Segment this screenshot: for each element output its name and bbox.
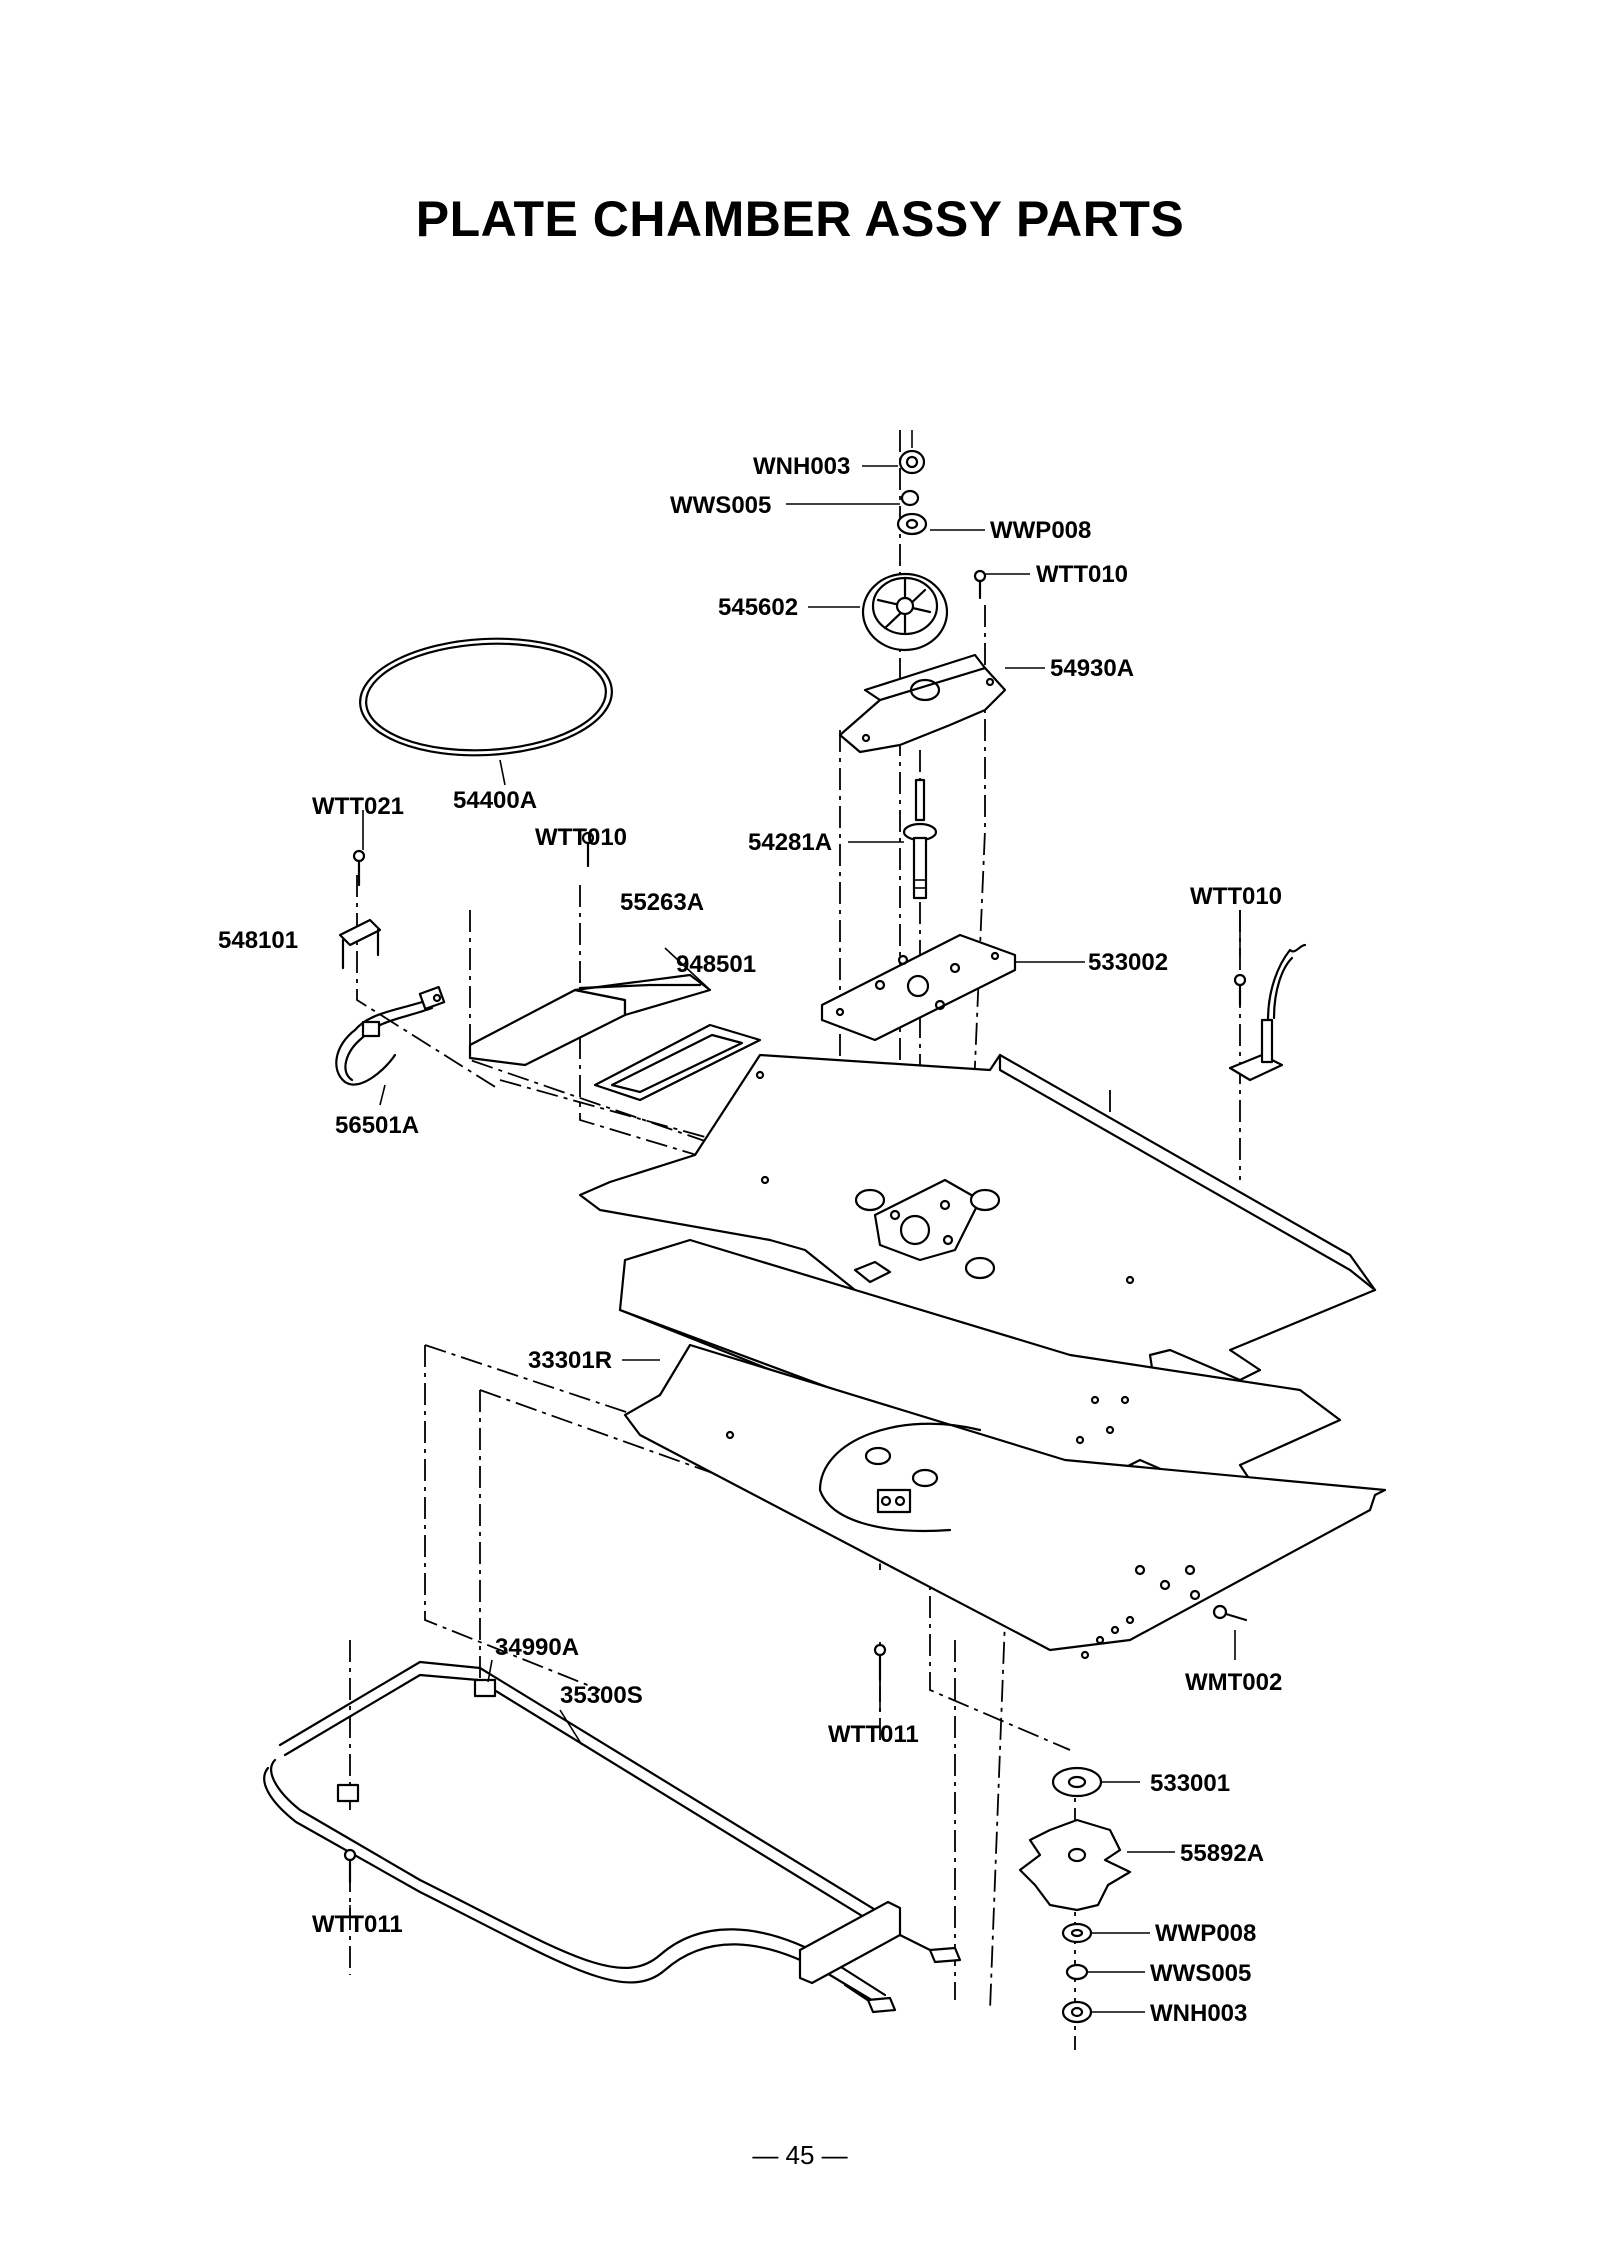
- screw-wmt002: [1212, 1604, 1248, 1622]
- label-wwp008-bottom: WWP008: [1155, 1920, 1256, 1947]
- label-wnh003-top: WNH003: [753, 453, 850, 480]
- sensor-bracket: [1228, 943, 1307, 1082]
- belt-54400a: [359, 637, 613, 757]
- label-wws005-bottom: WWS005: [1150, 1960, 1251, 1987]
- label-533001: 533001: [1150, 1770, 1230, 1797]
- label-55263a: 55263A: [620, 889, 704, 916]
- heater-35300s: [263, 1643, 962, 2014]
- label-wtt011-b: WTT011: [312, 1911, 403, 1938]
- label-533002: 533002: [1088, 949, 1168, 976]
- label-wmt002: WMT002: [1185, 1669, 1282, 1696]
- shaft-54281a: [902, 778, 938, 900]
- bracket-54930a: [838, 653, 1007, 754]
- label-wtt011-a: WTT011: [828, 1721, 919, 1748]
- label-wtt010-c: WTT010: [1190, 883, 1282, 910]
- plate-533002: [820, 933, 1017, 1042]
- page-number: — 45 —: [752, 2140, 848, 2170]
- label-54930a: 54930A: [1050, 655, 1134, 682]
- label-545602: 545602: [718, 594, 798, 621]
- label-wtt010-a: WTT010: [1036, 561, 1128, 588]
- gasket-948501: [593, 1023, 762, 1102]
- bottom-fastener-stack: [1018, 1766, 1132, 2024]
- chamber-top-plate: [578, 1053, 1377, 1462]
- label-34990a: 34990A: [495, 1634, 579, 1661]
- label-wtt021: WTT021: [312, 793, 404, 820]
- label-wwp008-top: WWP008: [990, 517, 1091, 544]
- top-fastener-stack: [896, 430, 987, 600]
- part-labels: WNH003 WWS005 WWP008 WTT010 545602 54930…: [218, 453, 1282, 2027]
- label-548101: 548101: [218, 927, 298, 954]
- label-948501: 948501: [676, 951, 756, 978]
- label-56501a: 56501A: [335, 1112, 419, 1139]
- chamber-bottom-plate-33301r: [623, 1343, 1387, 1660]
- harness-56501a: [335, 985, 446, 1086]
- label-wws005-top: WWS005: [670, 492, 771, 519]
- bracket-548101: [338, 849, 382, 970]
- cover-55263a: [468, 831, 712, 1067]
- label-54400a: 54400A: [453, 787, 537, 814]
- pulley-545602: [861, 572, 949, 652]
- leader-lines: [349, 465, 1241, 2013]
- label-wtt010-b: WTT010: [535, 824, 627, 851]
- label-55892a: 55892A: [1180, 1840, 1264, 1867]
- label-33301r: 33301R: [528, 1347, 612, 1374]
- label-54281a: 54281A: [748, 829, 832, 856]
- label-35300s: 35300S: [560, 1682, 643, 1709]
- page-title: PLATE CHAMBER ASSY PARTS: [415, 191, 1185, 247]
- label-wnh003-bottom: WNH003: [1150, 2000, 1247, 2027]
